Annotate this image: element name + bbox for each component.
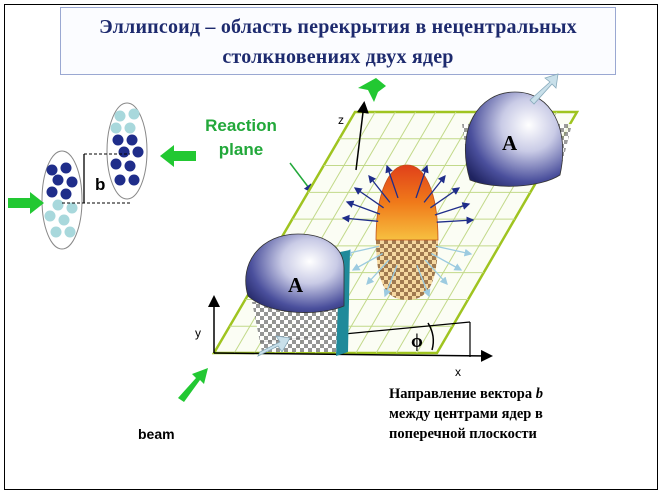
flow-arrows-dark (341, 164, 475, 225)
title-box: Эллипсоид – область перекрытия в нецентр… (60, 7, 616, 75)
reaction-plane-label-line2: plane (218, 140, 264, 159)
beam-label: beam (138, 426, 175, 442)
reaction-plane-label: Reaction plane (196, 114, 286, 162)
flow-arrow-icon (430, 252, 463, 271)
nucleon (58, 214, 70, 226)
flow-arrow-icon (415, 164, 429, 199)
nucleus-bottom-label: A (288, 273, 304, 297)
flow-arrow-icon (423, 174, 446, 203)
nucleon (124, 160, 136, 172)
nucleon (46, 164, 58, 176)
nucleus-top-sphere (465, 91, 564, 187)
nucleon (112, 134, 124, 146)
nucleus-top-right (462, 73, 572, 187)
nucleon (132, 146, 144, 158)
flow-arrow-icon (430, 187, 461, 209)
nucleon (44, 210, 56, 222)
flow-arrow-icon (385, 164, 399, 199)
nucleus-top-label: A (502, 131, 518, 155)
nucleon (60, 188, 72, 200)
nucleons-left (44, 162, 78, 238)
nucleon (118, 146, 130, 158)
reaction-plane-label-line1: Reaction (205, 116, 277, 135)
caption-vector-b: b (535, 386, 543, 402)
ellipsoid-upper-half (375, 164, 439, 241)
overlap-ellipsoid (341, 164, 475, 300)
x-axis-label: x (455, 365, 461, 379)
flow-arrow-icon (353, 187, 384, 209)
nucleon (52, 199, 64, 211)
nucleon (126, 134, 138, 146)
nucleon (64, 226, 76, 238)
caption-line-3: поперечной плоскости (389, 426, 537, 442)
phi-label: ϕ (411, 331, 423, 352)
nucleon (52, 174, 64, 186)
nucleon (66, 176, 78, 188)
flow-arrow-icon (257, 335, 291, 357)
green-arrow-icon (160, 145, 196, 167)
caption-line-2: между центрами ядер в (389, 406, 543, 422)
nucleon (60, 162, 72, 174)
nucleus-bottom-shadow (252, 300, 346, 352)
caption-line-1: Направление вектора b (389, 384, 543, 404)
phi-arc (427, 322, 435, 351)
flow-arrow-icon (351, 252, 384, 271)
nucleon (128, 174, 140, 186)
flow-arrow-icon (424, 259, 448, 285)
z-axis-label: z (338, 113, 344, 127)
y-axis-label: y (195, 326, 201, 340)
nucleon (114, 174, 126, 186)
green-arrow-icon (178, 368, 208, 402)
flow-arrow-icon (343, 245, 380, 257)
flow-arrow-icon (416, 264, 431, 298)
caption-line-1-prefix: Направление вектора (389, 386, 536, 402)
flow-arrows-light (343, 245, 473, 298)
flow-arrow-icon (366, 259, 390, 285)
title-line-1: Эллипсоид – область перекрытия в нецентр… (99, 16, 577, 38)
nucleon (110, 158, 122, 170)
nucleon (124, 122, 136, 134)
flow-arrow-icon (345, 200, 381, 215)
nucleus-bottom-left (245, 233, 350, 357)
nucleon (114, 110, 126, 122)
nucleon (66, 202, 78, 214)
flow-arrow-icon (383, 264, 398, 298)
ellipsoid-lower-half (376, 240, 438, 300)
nucleon (110, 122, 122, 134)
nucleon (128, 108, 140, 120)
green-arrows (8, 78, 386, 402)
nucleon (50, 226, 62, 238)
impact-parameter-label: b (95, 175, 106, 194)
nucleon (46, 186, 58, 198)
green-arrow-icon (8, 192, 44, 214)
impact-parameter-sketch (41, 102, 148, 250)
nucleus-bottom-sphere (245, 233, 345, 313)
nucleons-right (110, 108, 144, 186)
title-line-2: столкновениях двух ядер (222, 46, 454, 68)
flow-arrow-icon (529, 73, 559, 105)
flow-arrow-icon (436, 216, 475, 225)
caption: Направление вектора b между центрами яде… (389, 384, 543, 444)
flow-arrow-icon (434, 202, 471, 216)
z-axis (355, 101, 369, 171)
green-arrow-icon (358, 78, 386, 102)
flow-arrow-icon (341, 214, 379, 223)
reaction-plane-pointer (289, 162, 313, 194)
flow-arrow-icon (435, 245, 473, 257)
flow-arrow-icon (368, 174, 391, 203)
